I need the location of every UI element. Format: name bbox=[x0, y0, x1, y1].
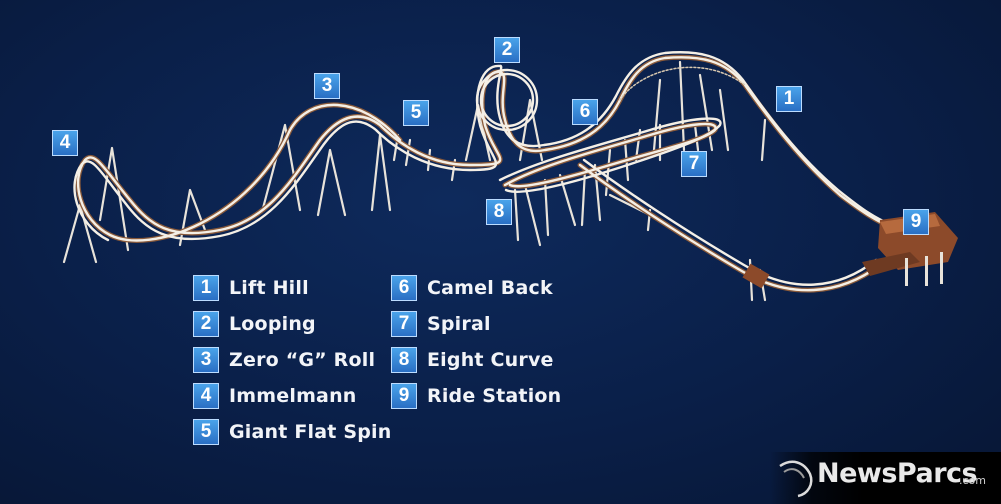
legend-label: Immelmann bbox=[229, 385, 357, 407]
lift-chain bbox=[619, 66, 746, 101]
legend-label: Eight Curve bbox=[427, 349, 554, 371]
legend-badge: 6 bbox=[391, 275, 417, 301]
legend-item-spiral: 7 Spiral bbox=[391, 311, 491, 337]
marker-badge-camel-back: 6 bbox=[572, 99, 598, 125]
track-rails bbox=[73, 51, 907, 292]
marker-badge-eight-curve: 8 bbox=[486, 199, 512, 225]
ride-station bbox=[742, 212, 958, 289]
marker-badge-immelmann: 4 bbox=[52, 130, 78, 156]
marker-badge-lift-hill: 1 bbox=[776, 86, 802, 112]
marker-badge-giant-flat-spin: 5 bbox=[403, 100, 429, 126]
legend-label: Camel Back bbox=[427, 277, 553, 299]
logo-background bbox=[770, 452, 1001, 504]
legend-item-camel-back: 6 Camel Back bbox=[391, 275, 553, 301]
legend-item-ride-station: 9 Ride Station bbox=[391, 383, 561, 409]
track-supports bbox=[62, 60, 767, 302]
legend-badge: 4 bbox=[193, 383, 219, 409]
legend-label: Spiral bbox=[427, 313, 491, 335]
marker-badge-ride-station: 9 bbox=[903, 209, 929, 235]
legend-badge: 2 bbox=[193, 311, 219, 337]
legend-badge: 9 bbox=[391, 383, 417, 409]
marker-badge-zero-g-roll: 3 bbox=[314, 73, 340, 99]
newsparcs-logo-icon bbox=[779, 460, 813, 498]
legend-item-looping: 2 Looping bbox=[193, 311, 316, 337]
legend-badge: 7 bbox=[391, 311, 417, 337]
marker-badge-spiral: 7 bbox=[681, 151, 707, 177]
legend-label: Looping bbox=[229, 313, 316, 335]
legend-item-lift-hill: 1 Lift Hill bbox=[193, 275, 309, 301]
marker-badge-looping: 2 bbox=[494, 37, 520, 63]
legend-badge: 1 bbox=[193, 275, 219, 301]
legend-item-giant-flat-spin: 5 Giant Flat Spin bbox=[193, 419, 392, 445]
legend-item-eight-curve: 8 Eight Curve bbox=[391, 347, 554, 373]
legend-item-immelmann: 4 Immelmann bbox=[193, 383, 357, 409]
legend-badge: 8 bbox=[391, 347, 417, 373]
legend-label: Lift Hill bbox=[229, 277, 309, 299]
legend-label: Zero “G” Roll bbox=[229, 349, 376, 371]
legend-item-zero-g-roll: 3 Zero “G” Roll bbox=[193, 347, 375, 373]
logo-wordmark: NewsParcs bbox=[817, 458, 978, 489]
legend-badge: 3 bbox=[193, 347, 219, 373]
legend-label: Giant Flat Spin bbox=[229, 421, 392, 443]
legend-label: Ride Station bbox=[427, 385, 562, 407]
logo-domain: .com bbox=[959, 474, 986, 487]
legend-badge: 5 bbox=[193, 419, 219, 445]
